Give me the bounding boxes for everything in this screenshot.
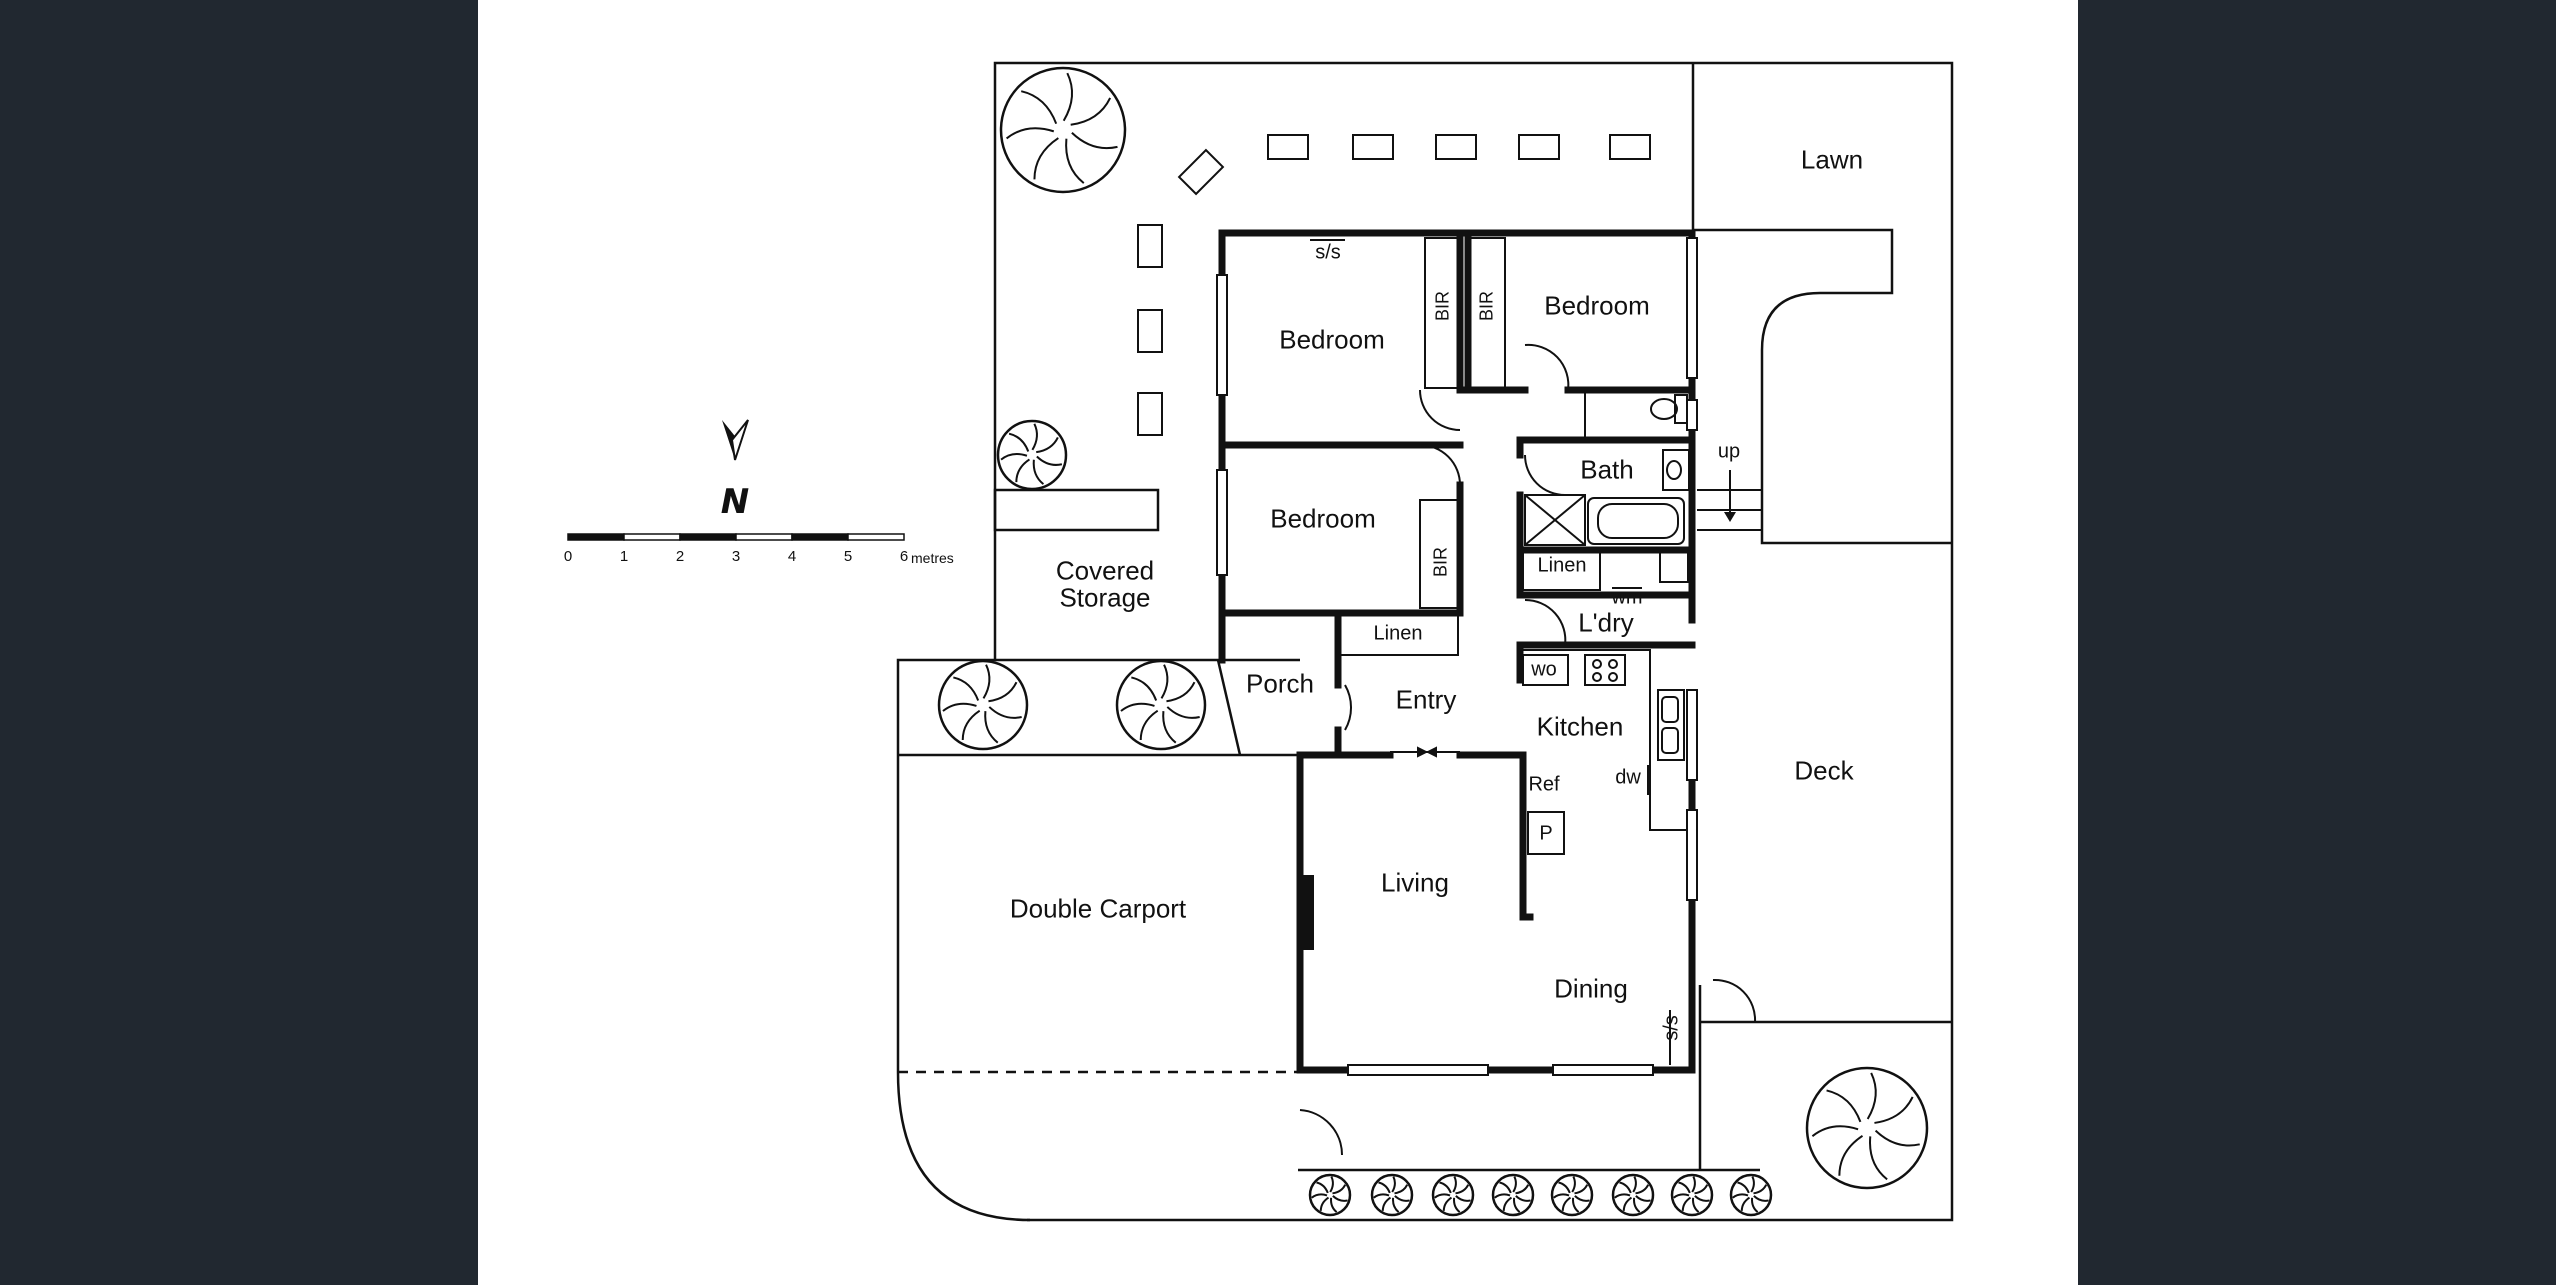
scale-tick-label: 4 bbox=[787, 548, 797, 565]
fireplace bbox=[1300, 875, 1314, 950]
linen-1-label: Linen bbox=[1373, 622, 1423, 645]
bir-3-label: BIR bbox=[1430, 546, 1451, 578]
bir-1-label: BIR bbox=[1432, 290, 1453, 322]
pavers bbox=[1137, 134, 1651, 436]
kitchen-label: Kitchen bbox=[1536, 711, 1624, 742]
tree-icon bbox=[1729, 1173, 1773, 1217]
tree-icon bbox=[1370, 1173, 1414, 1217]
living-label: Living bbox=[1381, 867, 1449, 898]
stairs-arrow-icon bbox=[1724, 512, 1736, 522]
scale-segment bbox=[679, 533, 737, 541]
dw-label: dw bbox=[1615, 766, 1641, 789]
laundry-label: L'dry bbox=[1578, 607, 1634, 638]
scale-segment bbox=[791, 533, 849, 541]
trees bbox=[937, 66, 1929, 1217]
linen-2-label: Linen bbox=[1537, 554, 1587, 577]
north-arrow-icon bbox=[722, 419, 749, 461]
scale-tick-label: 6 bbox=[899, 548, 909, 565]
scale-tick-label: 1 bbox=[619, 548, 629, 565]
tree-icon bbox=[1431, 1173, 1475, 1217]
deck-label: Deck bbox=[1794, 755, 1854, 786]
scale-tick-label: 2 bbox=[675, 548, 685, 565]
dining-label: Dining bbox=[1554, 973, 1628, 1004]
wo-label: wo bbox=[1531, 658, 1557, 681]
scale-segment bbox=[735, 533, 793, 541]
tree-icon bbox=[1115, 659, 1207, 751]
scale-bar bbox=[567, 533, 905, 541]
bir-2-label: BIR bbox=[1476, 290, 1497, 322]
tree-icon bbox=[937, 659, 1029, 751]
ref-label: Ref bbox=[1528, 773, 1560, 796]
tree-icon bbox=[1805, 1066, 1929, 1190]
sliding-door bbox=[1390, 746, 1460, 758]
tree-icon bbox=[1491, 1173, 1535, 1217]
tree-icon bbox=[999, 66, 1127, 194]
pantry-label: P bbox=[1539, 822, 1553, 845]
tree-icon bbox=[1670, 1173, 1714, 1217]
scale-segment bbox=[623, 533, 681, 541]
wm-label: wm bbox=[1611, 586, 1643, 609]
bedroom-1-label: Bedroom bbox=[1279, 324, 1385, 355]
scale-tick-label: 3 bbox=[731, 548, 741, 565]
fixtures bbox=[1310, 237, 1762, 1065]
double-carport-label: Double Carport bbox=[1009, 893, 1187, 924]
bedroom-3-label: Bedroom bbox=[1270, 503, 1376, 534]
scale-segment bbox=[567, 533, 625, 541]
ss-label-bedroom: s/s bbox=[1315, 241, 1341, 264]
windows bbox=[1216, 237, 1698, 1076]
up-label: up bbox=[1717, 440, 1741, 463]
scale-segment bbox=[847, 533, 905, 541]
tree-icon bbox=[1308, 1173, 1352, 1217]
site-boundary bbox=[896, 61, 1954, 1222]
tree-icon bbox=[1611, 1173, 1655, 1217]
doors bbox=[1299, 343, 1757, 1156]
lawn-label: Lawn bbox=[1800, 144, 1864, 175]
entry-label: Entry bbox=[1395, 684, 1457, 715]
scale-tick-label: 0 bbox=[563, 548, 573, 565]
scale-units-label: metres bbox=[911, 550, 954, 566]
tree-icon bbox=[996, 419, 1068, 491]
bath-label: Bath bbox=[1580, 454, 1634, 485]
tree-icon bbox=[1550, 1173, 1594, 1217]
porch-label: Porch bbox=[1246, 668, 1314, 699]
bedroom-2-label: Bedroom bbox=[1544, 290, 1650, 321]
covered-storage-label: Covered Storage bbox=[1055, 555, 1155, 613]
scale-tick-label: 5 bbox=[843, 548, 853, 565]
north-label: N bbox=[720, 482, 750, 522]
ss-label-dining: s/s bbox=[1660, 1015, 1683, 1041]
